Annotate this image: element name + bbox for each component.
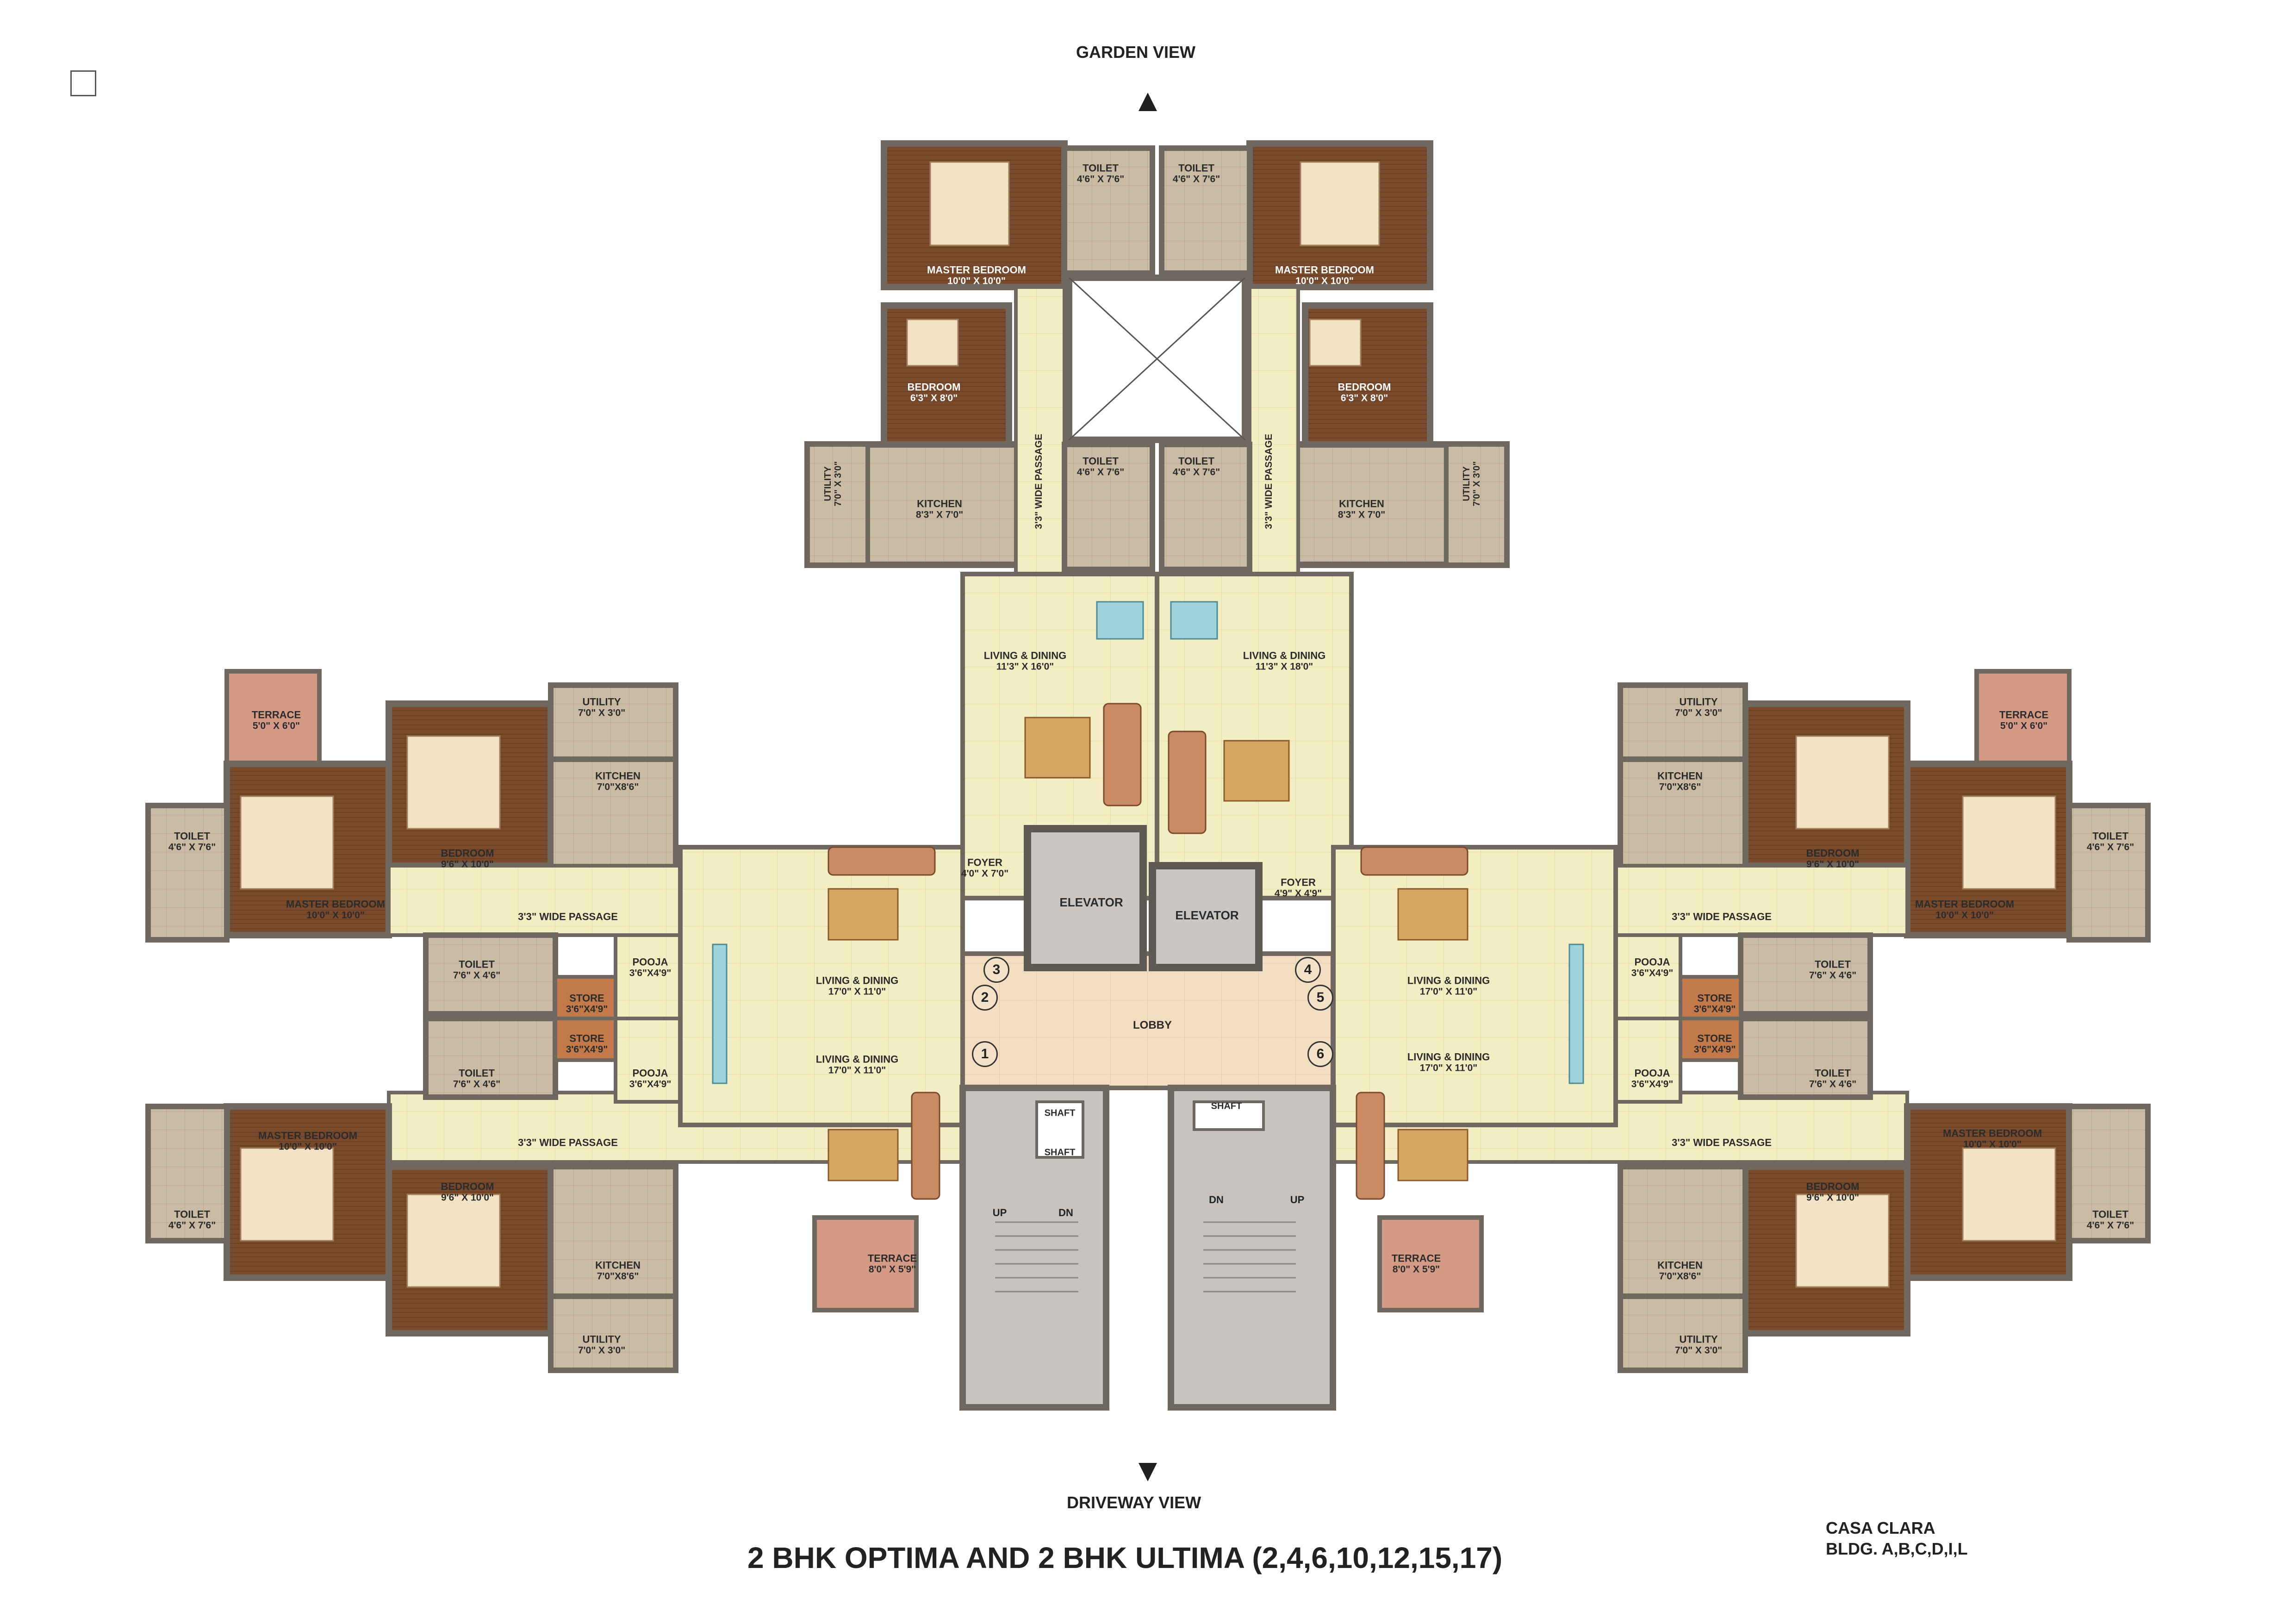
shaft-2: SHAFT bbox=[1044, 1147, 1076, 1158]
passage-left-bottom: 3'3" WIDE PASSAGE bbox=[518, 1137, 618, 1149]
elevator-right: ELEVATOR bbox=[1175, 908, 1239, 923]
flat-number-6: 6 bbox=[1307, 1041, 1333, 1067]
flat-number-2: 2 bbox=[972, 985, 998, 1011]
elevator-left: ELEVATOR bbox=[1059, 895, 1123, 910]
left-wings bbox=[145, 669, 965, 1373]
flat-number-5: 5 bbox=[1307, 985, 1333, 1011]
garden-view-label: GARDEN VIEW bbox=[1076, 43, 1196, 62]
plan-title: 2 BHK OPTIMA AND 2 BHK ULTIMA (2,4,6,10,… bbox=[747, 1541, 1503, 1574]
right-wings bbox=[1331, 669, 2151, 1373]
shaft-1: SHAFT bbox=[1044, 1108, 1076, 1118]
flat-number-1: 1 bbox=[972, 1041, 998, 1067]
passage-top-left: 3'3" WIDE PASSAGE bbox=[1033, 434, 1044, 529]
flat-number-3: 3 bbox=[983, 957, 1009, 983]
building-list: BLDG. A,B,C,D,I,L bbox=[1826, 1539, 1968, 1558]
passage-right-bottom: 3'3" WIDE PASSAGE bbox=[1672, 1137, 1772, 1149]
lobby: LOBBY bbox=[1133, 1019, 1172, 1032]
stair-up-left: UP bbox=[992, 1207, 1007, 1218]
driveway-view-label: DRIVEWAY VIEW bbox=[1067, 1493, 1201, 1512]
shaft-3: SHAFT bbox=[1211, 1101, 1242, 1112]
stair-up-right: UP bbox=[1290, 1194, 1305, 1206]
garden-view-arrow bbox=[1139, 93, 1157, 111]
passage-top-right: 3'3" WIDE PASSAGE bbox=[1263, 434, 1274, 529]
core bbox=[959, 825, 1336, 1411]
passage-right-top: 3'3" WIDE PASSAGE bbox=[1672, 911, 1772, 923]
stair-dn-left: DN bbox=[1058, 1207, 1073, 1218]
passage-left-top: 3'3" WIDE PASSAGE bbox=[518, 911, 618, 923]
driveway-view-arrow bbox=[1139, 1463, 1157, 1481]
checkbox[interactable] bbox=[70, 70, 96, 96]
project-name: CASA CLARA bbox=[1826, 1518, 1935, 1537]
flat-number-4: 4 bbox=[1295, 957, 1321, 983]
top-wing bbox=[804, 140, 1510, 900]
stair-dn-right: DN bbox=[1209, 1194, 1224, 1206]
